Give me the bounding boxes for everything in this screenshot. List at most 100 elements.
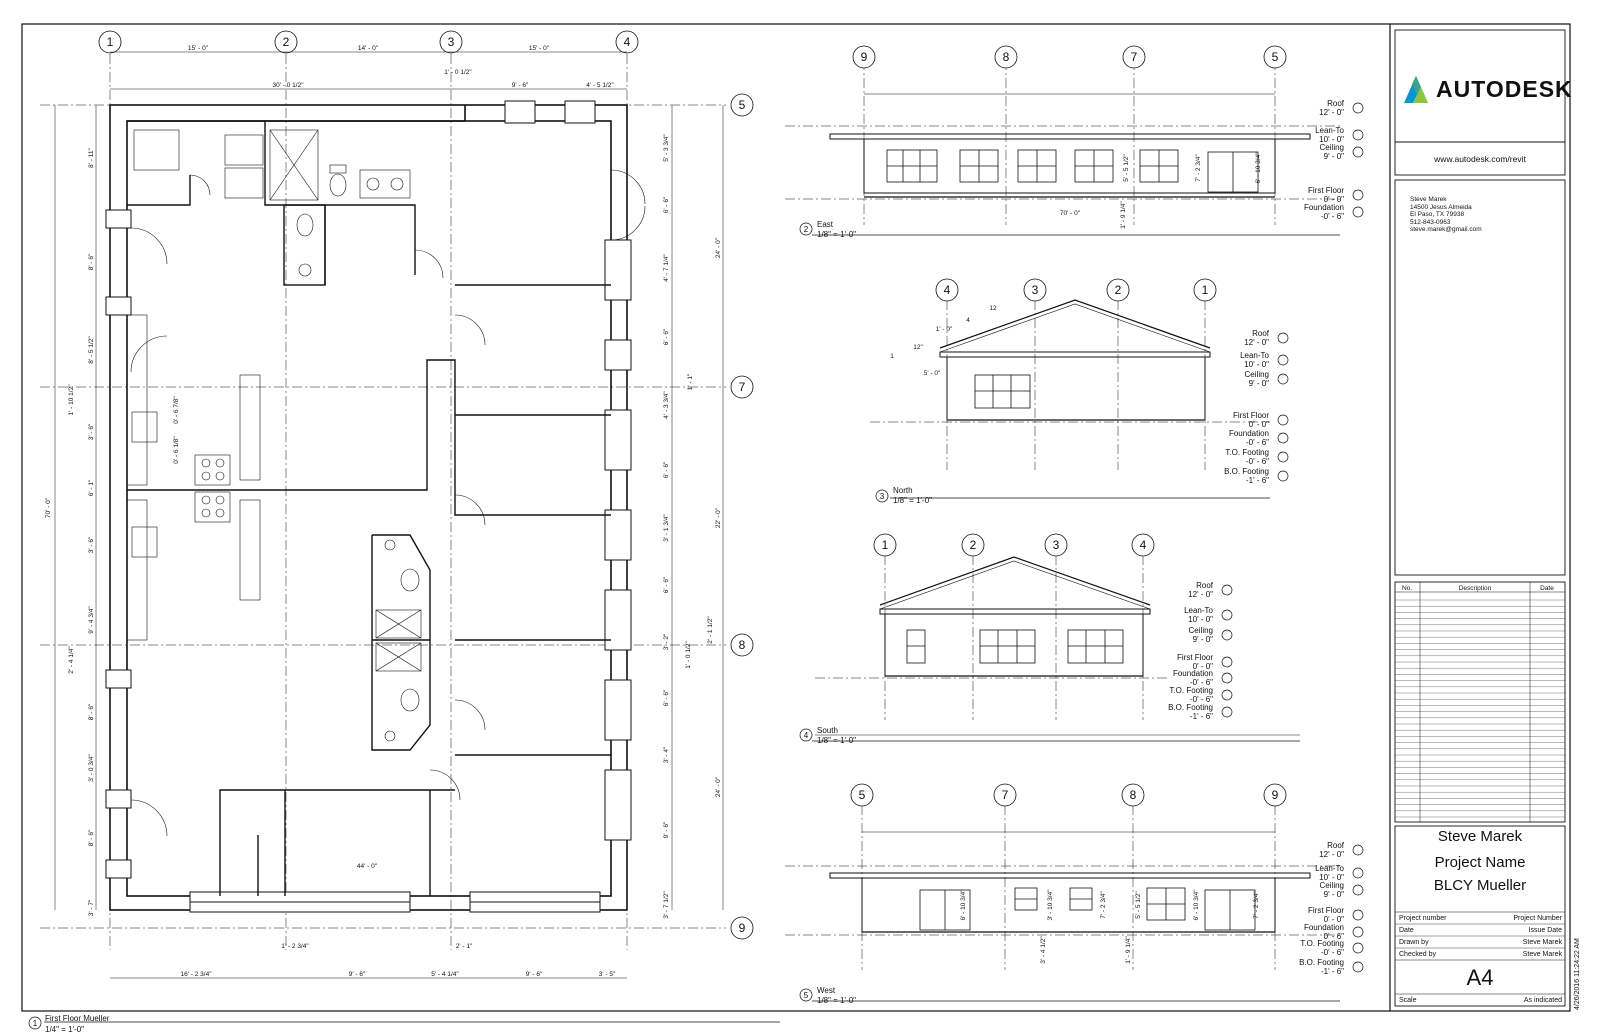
- view-scale: 1/8" = 1'-0": [817, 736, 856, 745]
- dim-label: 1' - 2 3/4": [281, 943, 309, 950]
- dim-label: 8' - 6": [88, 703, 95, 720]
- field-label: Project number: [1399, 915, 1447, 922]
- dim-label: 1' - 9 1/4": [1125, 936, 1132, 964]
- level-elevation: -0' - 6": [1321, 948, 1344, 957]
- view-number: 3: [880, 492, 885, 501]
- level-name: First Floor: [1233, 411, 1269, 420]
- level-name: First Floor: [1308, 186, 1344, 195]
- level-name: Roof: [1252, 329, 1270, 338]
- grid-label: 5: [859, 788, 866, 802]
- level-elevation: -1' - 6": [1321, 967, 1344, 976]
- dim-label: 7' - 2 3/4": [1253, 891, 1260, 919]
- level-name: B.O. Footing: [1299, 958, 1344, 967]
- grid-label: 5: [1272, 50, 1279, 64]
- sheet-number: A4: [1466, 965, 1494, 990]
- dim-label: 24' - 0": [715, 776, 722, 797]
- level-name: Foundation: [1229, 429, 1269, 438]
- contact-email: steve.marek@gmail.com: [1410, 226, 1482, 233]
- level-name: Roof: [1196, 581, 1214, 590]
- dim-label: 8' - 5 1/2": [88, 336, 95, 364]
- sheet-name: BLCY Mueller: [1433, 877, 1527, 894]
- level-name: Roof: [1327, 841, 1345, 850]
- dim-label: 6' - 10 3/4": [1255, 152, 1262, 184]
- dim-label: 0' - 6 1/8": [173, 436, 180, 464]
- view-title-lines: [28, 222, 1340, 1030]
- elevation-west-drawing: [785, 805, 1340, 970]
- view-number: 4: [804, 731, 809, 740]
- level-elevation: 10' - 0": [1188, 615, 1213, 624]
- plan-view-title: 1 First Floor Mueller 1/4" = 1'-0": [33, 1014, 110, 1034]
- level-name: Ceiling: [1320, 881, 1344, 890]
- level-elevation: -0' - 6": [1246, 457, 1269, 466]
- grid-label: 4: [944, 283, 951, 297]
- dim-label: 7' - 2 3/4": [1195, 154, 1202, 182]
- grid-label: 9: [739, 921, 746, 935]
- grid-label: 7: [739, 380, 746, 394]
- contact-block: Steve Marek 14500 Jesus Almeida El Paso,…: [1410, 196, 1482, 234]
- level-name: Foundation: [1304, 923, 1344, 932]
- dim-label: 3' - 7": [88, 899, 95, 916]
- autodesk-logo-icon: [1404, 76, 1428, 103]
- rev-header: Date: [1540, 585, 1554, 592]
- level-elevation: -1' - 6": [1190, 712, 1213, 721]
- dim-label: 12": [913, 344, 923, 351]
- elevation-north-drawing: [870, 299, 1270, 470]
- dim-label: 3' - 5": [599, 971, 616, 978]
- view-title: East: [817, 220, 834, 229]
- brand-url: www.autodesk.com/revit: [1434, 154, 1526, 164]
- dim-label: 8' - 11": [88, 147, 95, 167]
- dim-label: 4' - 7 1/4": [663, 254, 670, 282]
- plan-grid-bubbles: [98, 30, 754, 940]
- level-elevation: 10' - 0": [1319, 873, 1344, 882]
- level-elevation: -1' - 6": [1246, 476, 1269, 485]
- view-title: West: [817, 986, 836, 995]
- plan-windows: [105, 100, 632, 913]
- brand-name: AUTODESK: [1436, 76, 1573, 102]
- contact-city: El Paso, TX 79938: [1410, 211, 1465, 218]
- level-elevation: 10' - 0": [1319, 135, 1344, 144]
- dim-label: 14' - 0": [358, 45, 379, 52]
- field-label: Date: [1399, 927, 1414, 934]
- dim-label: 3' - 4": [663, 746, 670, 763]
- dim-label: 4' - 5 1/2": [586, 82, 614, 89]
- level-elevation: 12' - 0": [1244, 338, 1269, 347]
- grid-label: 1: [1202, 283, 1209, 297]
- level-elevation: 0' - 0": [1324, 915, 1345, 924]
- elevation-grid-labels: 9 8 7 5 4 3 2 1 1 2 3 4 5 7 8 9: [859, 50, 1279, 802]
- grid-label: 3: [448, 35, 455, 49]
- level-elevation: 12' - 0": [1319, 850, 1344, 859]
- level-elevation: 0' - 6": [1324, 932, 1345, 941]
- level-name: T.O. Footing: [1169, 686, 1213, 695]
- dim-label: 30' - 0 1/2": [272, 82, 304, 89]
- grid-label: 9: [861, 50, 868, 64]
- dim-label: 5' - 0": [924, 370, 941, 377]
- grid-label: 7: [1002, 788, 1009, 802]
- level-name: B.O. Footing: [1168, 703, 1213, 712]
- grid-label: 2: [1115, 283, 1122, 297]
- dim-label: 1' - 0 1/2": [444, 69, 472, 76]
- plan-door-swings: [130, 169, 646, 837]
- elevations: [28, 45, 1364, 1030]
- dim-label: 8' - 6": [88, 829, 95, 846]
- dim-label: 5' - 5 1/2": [1135, 891, 1142, 919]
- grid-label: 2: [970, 538, 977, 552]
- level-name: Ceiling: [1320, 143, 1344, 152]
- level-elevation: 12' - 0": [1188, 590, 1213, 599]
- dim-label: 6' - 6": [663, 689, 670, 706]
- grid-label: 8: [1003, 50, 1010, 64]
- grid-label: 8: [739, 638, 746, 652]
- level-elevation: 9' - 0": [1193, 635, 1214, 644]
- dim-label: 6' - 1": [88, 479, 95, 496]
- dim-label: 3' - 4 1/2": [1040, 936, 1047, 964]
- print-date: 4/26/2016 11:24:22 AM: [1574, 938, 1581, 1010]
- level-elevation: 0' - 0": [1193, 662, 1214, 671]
- dim-label: 3' - 0 3/4": [88, 754, 95, 782]
- rev-header: Description: [1459, 585, 1492, 592]
- field-label: Checked by: [1399, 951, 1436, 958]
- dim-label: 5' - 4 1/4": [431, 971, 459, 978]
- revision-table: No. Description Date: [1402, 585, 1554, 592]
- level-name: T.O. Footing: [1225, 448, 1269, 457]
- view-number: 1: [33, 1019, 38, 1028]
- scale-label: Scale: [1399, 997, 1417, 1004]
